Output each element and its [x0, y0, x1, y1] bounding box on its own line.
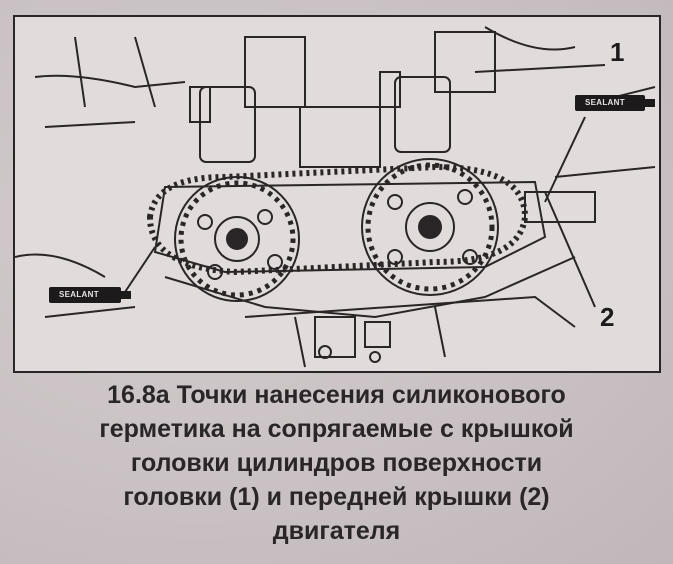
sealant-tube-left: SEALANT [49, 287, 131, 303]
caption-line-4: головки (1) и передней крышки (2) [123, 483, 550, 511]
caption-line-3: головки цилиндров поверхности [130, 449, 543, 477]
caption-line-1: 16.8a Точки нанесения силиконового [107, 381, 566, 409]
caption-line-5: двигателя [272, 517, 401, 545]
sealant-tube-top: SEALANT [575, 95, 655, 111]
figure-caption: 16.8a Точки нанесения силиконового герме… [0, 378, 673, 564]
engine-illustration: 1 2 SEALANT SEALANT [13, 15, 661, 373]
caption-line-2: герметика на сопрягаемые с крышкой [99, 415, 574, 443]
engine-drawing [15, 26, 656, 368]
callout-label-2: 2 [600, 302, 615, 332]
callout-label-1: 1 [610, 37, 625, 67]
